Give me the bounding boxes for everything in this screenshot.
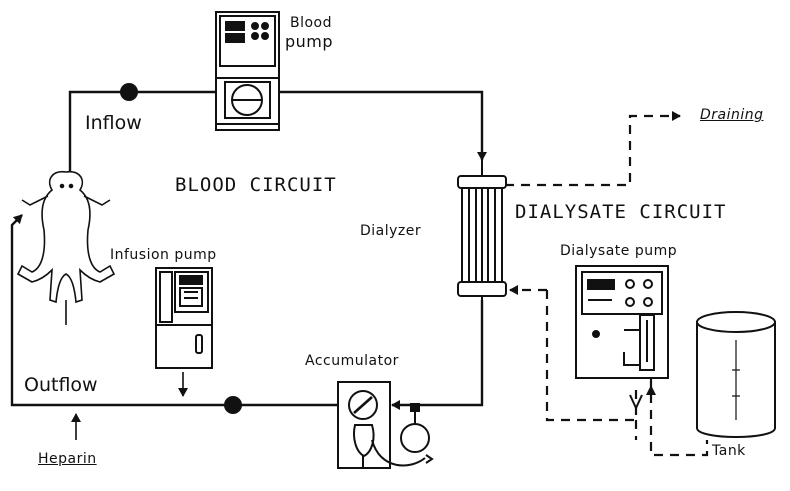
blood-pump-label-line1: Blood <box>290 15 333 31</box>
draining-label: Draining <box>700 107 764 123</box>
blood-pump-label-line2: pump <box>285 32 334 51</box>
blood-circuit-title: BLOOD CIRCUIT <box>175 174 337 196</box>
accumulator-label: Accumulator <box>305 353 399 369</box>
dialysate-circuit-title: DIALYSATE CIRCUIT <box>515 201 727 223</box>
dialyzer-icon <box>457 160 507 302</box>
heparin-label: Heparin <box>38 451 97 467</box>
infusion-pump-label: Infusion pump <box>110 247 217 263</box>
valve-dot-outflow <box>224 396 242 414</box>
dialysate-pump-icon <box>575 265 669 379</box>
tank-icon <box>696 311 776 438</box>
animal-icon <box>16 170 116 325</box>
outflow-label: Outflow <box>24 374 98 396</box>
infusion-pump-icon <box>155 267 213 369</box>
blood-circuit-lines <box>10 90 487 410</box>
inflow-label: Inflow <box>85 112 142 134</box>
blood-pump-icon <box>215 11 280 131</box>
accumulator-icon <box>337 381 434 469</box>
tank-label: Tank <box>712 443 746 459</box>
dialyzer-label: Dialyzer <box>360 223 422 239</box>
dialysate-inlet-arrow <box>646 385 656 395</box>
valve-dot-inflow <box>120 83 138 101</box>
dialysate-pump-label: Dialysate pump <box>560 243 678 259</box>
dialysate-return-arrow <box>629 394 643 411</box>
